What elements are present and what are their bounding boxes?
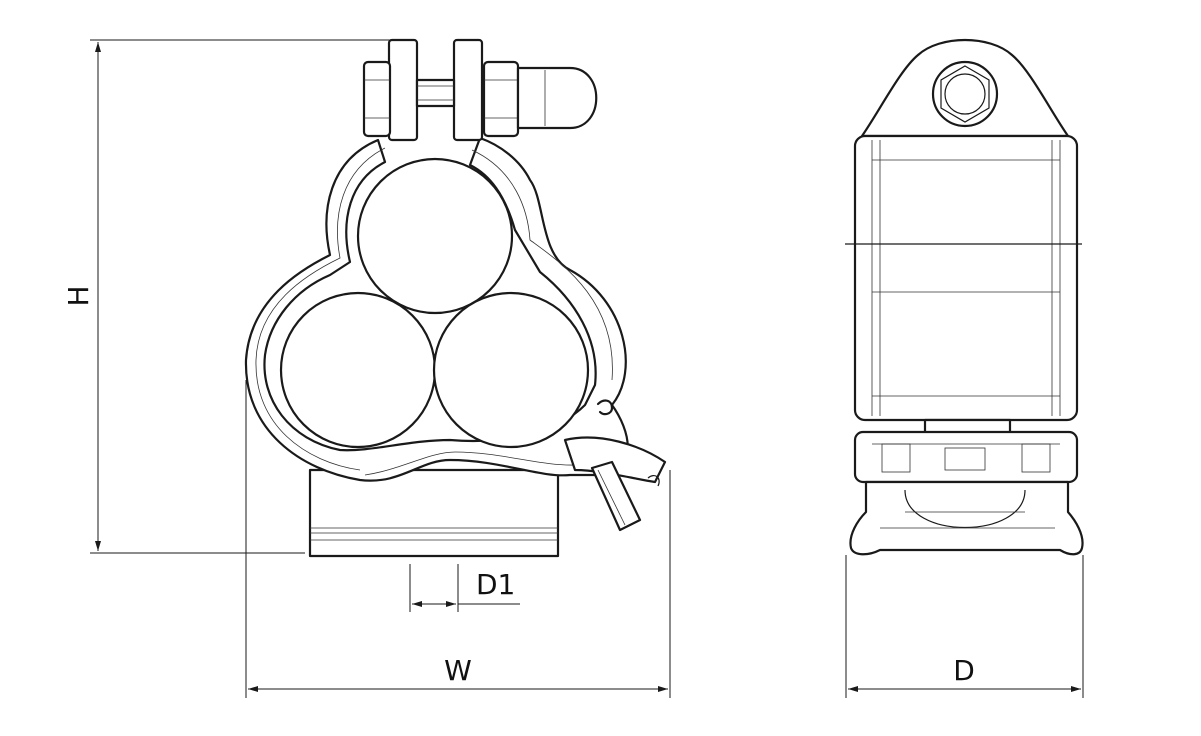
bolt-cap bbox=[516, 66, 598, 130]
dimension-w-label: W bbox=[444, 654, 472, 687]
dimension-d1-label: D1 bbox=[476, 568, 515, 601]
nut-left bbox=[362, 60, 392, 138]
nut-right bbox=[482, 60, 520, 138]
core-right bbox=[432, 291, 590, 449]
core-top bbox=[356, 157, 514, 315]
side-base bbox=[849, 480, 1084, 556]
dimension-h-label: H bbox=[62, 285, 95, 306]
side-hinge bbox=[853, 418, 1079, 484]
cable-cores bbox=[279, 157, 590, 449]
core-left bbox=[279, 291, 437, 449]
dimension-d1: D1 bbox=[409, 564, 520, 612]
side-body bbox=[845, 134, 1082, 422]
base-block bbox=[308, 468, 560, 558]
dimension-w: W bbox=[245, 380, 671, 698]
dimension-d-label: D bbox=[953, 654, 975, 687]
top-bolt-assembly bbox=[362, 38, 598, 142]
side-top-ear bbox=[860, 39, 1070, 138]
clamp-shell bbox=[244, 136, 629, 482]
strap-tail bbox=[563, 399, 667, 532]
side-view bbox=[845, 39, 1084, 556]
dimension-d: D bbox=[845, 555, 1084, 698]
dimension-h: H bbox=[62, 39, 390, 554]
front-view bbox=[244, 38, 667, 558]
